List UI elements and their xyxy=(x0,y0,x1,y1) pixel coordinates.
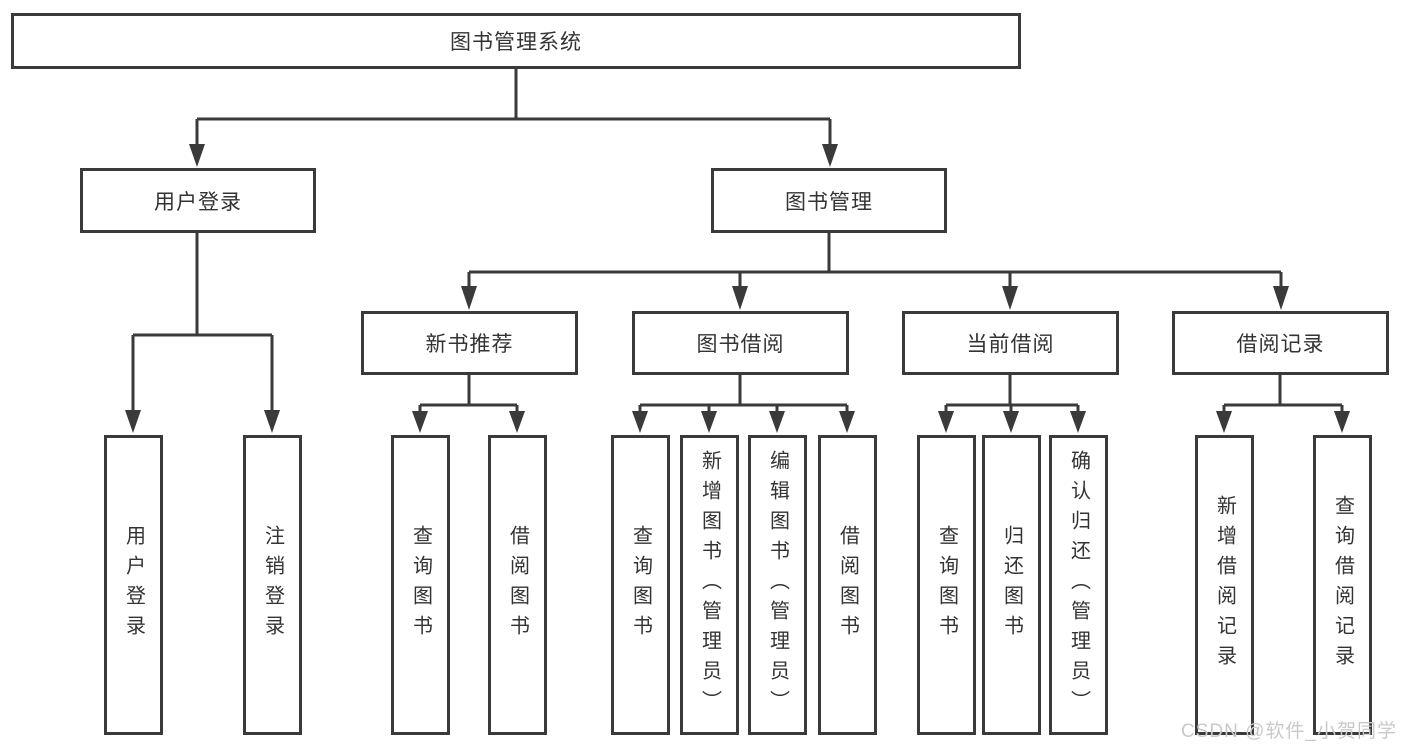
node-label: 借阅图书 xyxy=(506,525,529,645)
node-label: 图书借阅 xyxy=(696,333,785,356)
node-label: 借阅记录 xyxy=(1236,333,1325,356)
node-current-borrowing: 当前借阅 xyxy=(902,311,1119,375)
node-label: 用户登录 xyxy=(154,190,242,214)
node-add-books-admin-leaf: 新增图书（管理员） xyxy=(680,435,739,735)
node-confirm-return-admin-leaf: 确认归还（管理员） xyxy=(1049,435,1108,735)
node-label: 新书推荐 xyxy=(425,333,514,356)
node-edit-books-admin-leaf: 编辑图书（管理员） xyxy=(748,435,807,735)
node-label: 查询图书 xyxy=(629,525,652,645)
node-label: 注销登录 xyxy=(261,525,284,645)
node-logout-leaf: 注销登录 xyxy=(243,435,302,735)
node-label: 归还图书 xyxy=(1000,525,1023,645)
node-return-books-leaf: 归还图书 xyxy=(982,435,1041,735)
node-label: 用户登录 xyxy=(122,525,145,645)
node-label: 图书管理系统 xyxy=(450,31,582,54)
node-label: 当前借阅 xyxy=(966,333,1055,356)
node-label: 查询图书 xyxy=(935,525,958,645)
node-query-books-leaf: 查询图书 xyxy=(917,435,976,735)
node-label: 查询借阅记录 xyxy=(1331,495,1354,675)
node-add-borrow-record-leaf: 新增借阅记录 xyxy=(1195,435,1254,735)
csdn-watermark: CSDN @软件_小贺同学 xyxy=(1181,721,1397,742)
node-borrow-books-leaf: 借阅图书 xyxy=(488,435,547,735)
node-query-borrow-record-leaf: 查询借阅记录 xyxy=(1313,435,1372,735)
node-label: 编辑图书（管理员） xyxy=(766,450,789,720)
node-query-books-leaf: 查询图书 xyxy=(611,435,670,735)
node-label: 新增借阅记录 xyxy=(1213,495,1236,675)
node-label: 查询图书 xyxy=(409,525,432,645)
node-library-system-root: 图书管理系统 xyxy=(11,13,1021,69)
node-label: 确认归还（管理员） xyxy=(1067,450,1090,720)
node-query-books-leaf: 查询图书 xyxy=(391,435,450,735)
node-label: 图书管理 xyxy=(785,190,873,214)
node-borrow-books-leaf: 借阅图书 xyxy=(818,435,877,735)
node-label: 新增图书（管理员） xyxy=(698,450,721,720)
node-user-login-branch: 用户登录 xyxy=(80,168,316,233)
node-label: 借阅图书 xyxy=(836,525,859,645)
node-book-management-branch: 图书管理 xyxy=(711,168,947,233)
node-borrowing-records: 借阅记录 xyxy=(1172,311,1389,375)
node-book-borrowing: 图书借阅 xyxy=(632,311,849,375)
node-user-login-leaf: 用户登录 xyxy=(104,435,163,735)
node-new-book-recommend: 新书推荐 xyxy=(361,311,578,375)
